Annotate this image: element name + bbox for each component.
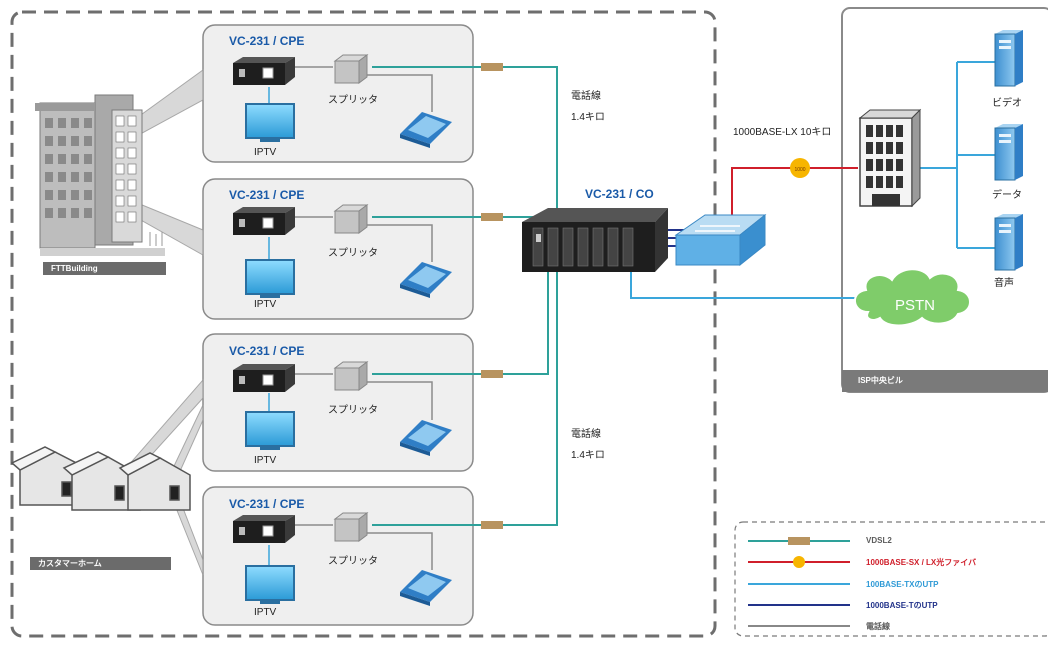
- vdsl2-lines: [372, 66, 558, 526]
- cpe-title-2: VC-231 / CPE: [229, 188, 305, 202]
- server-label-data: データ: [992, 190, 1022, 201]
- cpe-title-4: VC-231 / CPE: [229, 497, 305, 511]
- legend-item-4: 電話線: [866, 622, 890, 631]
- legend-item-1: 1000BASE-SX / LX光ファイバ: [866, 558, 977, 567]
- isp-panel-footer: [842, 370, 1048, 392]
- office-building-icon: [858, 108, 922, 208]
- splitter-label-2: スプリッタ: [328, 248, 378, 259]
- splitter-icons: [333, 54, 369, 542]
- server-label-voice: 音声: [994, 278, 1014, 289]
- apartment-building-icon: [35, 94, 165, 256]
- iptv-label-1: IPTV: [254, 147, 277, 158]
- distance-label-top: 1.4キロ: [571, 112, 605, 123]
- pstn-cloud-icon: [854, 268, 971, 327]
- cpe-title-3: VC-231 / CPE: [229, 344, 305, 358]
- customer-area-border: [10, 10, 717, 638]
- monitor-icons: [245, 103, 295, 604]
- customer-home-tag: カスタマーホーム: [30, 557, 171, 570]
- iptv-label-2: IPTV: [254, 299, 277, 310]
- svg-text:1000: 1000: [794, 167, 805, 173]
- legend-lines: [748, 537, 850, 627]
- legend-item-0: VDSL2: [866, 536, 892, 545]
- phone-line-label-bottom: 電話線: [571, 429, 601, 440]
- splitter-label-3: スプリッタ: [328, 405, 378, 416]
- server-label-video: ビデオ: [992, 98, 1022, 109]
- co-chassis-icon: [522, 208, 668, 272]
- fiber-distance-label: 1000BASE-LX 10キロ: [733, 127, 832, 138]
- iptv-label-4: IPTV: [254, 607, 277, 618]
- cpe-device-icons: [233, 57, 295, 543]
- phone-lines: [293, 66, 433, 570]
- phone-line-label-top: 電話線: [571, 91, 601, 102]
- fiber-node: [790, 158, 810, 178]
- vdsl-tags: [481, 63, 503, 529]
- fttb-tag: FTTBuilding: [43, 262, 166, 275]
- cpe-title-1: VC-231 / CPE: [229, 34, 305, 48]
- splitter-label-4: スプリッタ: [328, 556, 378, 567]
- phone-icons: [400, 112, 452, 606]
- houses-icon: [10, 446, 191, 511]
- co-title: VC-231 / CO: [585, 187, 654, 201]
- legend-item-3: 1000BASE-TのUTP: [866, 601, 938, 610]
- server-icons: [994, 30, 1023, 271]
- legend-item-2: 100BASE-TXのUTP: [866, 580, 939, 589]
- pstn-label: PSTN: [895, 297, 936, 314]
- switch-icon: [674, 213, 767, 267]
- splitter-label-1: スプリッタ: [328, 95, 378, 106]
- iptv-label-3: IPTV: [254, 455, 277, 466]
- distance-label-bottom: 1.4キロ: [571, 450, 605, 461]
- isp-label: ISP中央ビル: [858, 376, 903, 385]
